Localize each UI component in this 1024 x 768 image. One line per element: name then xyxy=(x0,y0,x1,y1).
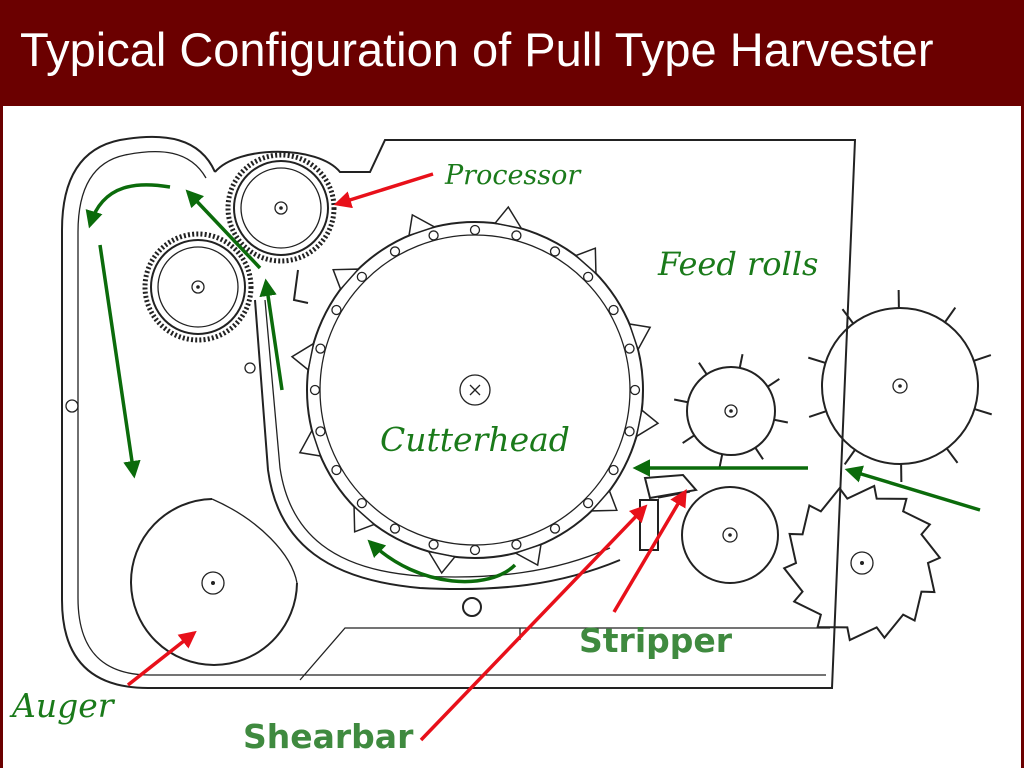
feed-roll-upper-small xyxy=(673,353,789,469)
feed-roll-spike xyxy=(841,308,855,325)
cutterhead-bolt xyxy=(331,304,342,316)
flow-arrow-bottom-curve xyxy=(367,539,517,584)
cutterhead-knife xyxy=(353,504,376,533)
cutterhead-bolt xyxy=(624,426,635,437)
cutterhead-bolt xyxy=(309,384,321,396)
crop-flow-arrows xyxy=(85,183,981,584)
auger-pointer xyxy=(126,630,197,687)
cutterhead-bolt xyxy=(315,343,326,354)
title-bar: Typical Configuration of Pull Type Harve… xyxy=(0,0,1024,106)
processor-pointer xyxy=(333,172,434,209)
feed-roll-spike xyxy=(754,447,764,460)
cutterhead-knife xyxy=(332,268,361,291)
cutterhead-bolt xyxy=(331,464,342,476)
label-feed-rolls: Feed rolls xyxy=(657,245,818,283)
shearbar-pointer xyxy=(419,504,648,742)
feed-roll-spike xyxy=(738,353,744,369)
feed-roll-spike xyxy=(682,434,695,444)
label-pointer-arrows xyxy=(126,172,687,742)
deflector-bracket xyxy=(292,269,309,304)
cutterhead-knife xyxy=(574,247,597,276)
cutterhead-bolt xyxy=(582,271,594,283)
cutterhead-bolt xyxy=(469,544,481,556)
feed-roll-spike xyxy=(973,354,992,362)
feed-roll-spike xyxy=(974,408,993,416)
feed-roll-spike xyxy=(945,447,959,464)
cutterhead-knife xyxy=(298,428,322,457)
feed-roll-spike xyxy=(773,418,789,424)
cutterhead-bolt xyxy=(469,224,481,236)
cutterhead-knife xyxy=(493,205,523,230)
cutterhead-bolt xyxy=(428,230,439,241)
flow-arrow-infeed xyxy=(844,465,981,512)
cutterhead-knife xyxy=(513,543,542,567)
slide-frame xyxy=(0,106,1024,768)
processor-roll-lower xyxy=(142,231,254,343)
flow-arrow-top-curve xyxy=(85,183,171,229)
cutterhead-bolt xyxy=(511,230,522,241)
label-auger: Auger xyxy=(9,686,116,725)
feed-roll-spike xyxy=(698,362,708,375)
feed-roll-spike xyxy=(767,378,780,388)
cutterhead-bolt xyxy=(582,497,594,509)
flow-arrow-down xyxy=(98,244,141,479)
feed-roll-spike xyxy=(718,453,724,469)
cutterhead-bolt xyxy=(389,246,401,257)
label-cutterhead: Cutterhead xyxy=(380,420,570,459)
cutterhead-bolt xyxy=(356,497,368,509)
cutterhead-drum xyxy=(290,205,660,575)
feed-roll-upper-large xyxy=(807,289,993,483)
cutterhead-knife xyxy=(427,550,457,575)
processor-roll-upper xyxy=(225,152,337,264)
feed-roll-lower-serrated xyxy=(782,484,942,642)
feed-roll-lower-smooth xyxy=(681,486,779,584)
flow-arrow-through-processor xyxy=(185,189,262,270)
cutterhead-bolt xyxy=(549,246,561,257)
cutterhead-bolt xyxy=(511,539,522,550)
cutterhead-knife xyxy=(628,323,652,352)
cutterhead-bolt xyxy=(356,271,368,283)
cutterhead-knife xyxy=(408,213,437,237)
stripper-pointer xyxy=(612,488,687,613)
slide-title: Typical Configuration of Pull Type Harve… xyxy=(20,23,934,76)
cutterhead-knife xyxy=(635,408,660,438)
cutterhead-knife xyxy=(290,342,315,372)
label-shearbar: Shearbar xyxy=(243,717,414,756)
cutterhead-bolt xyxy=(549,523,561,534)
housing-outline xyxy=(61,135,857,689)
feed-roll-spike xyxy=(843,449,856,466)
cutterhead-bolt xyxy=(389,523,401,534)
discharge-chute xyxy=(254,299,621,617)
cutterhead-bolt xyxy=(428,539,439,550)
label-processor: Processor xyxy=(444,160,582,191)
cutterhead-bolt xyxy=(608,304,619,316)
cutterhead-bolt xyxy=(608,464,619,476)
cutterhead-bolt xyxy=(315,426,326,437)
cutterhead-knife xyxy=(589,489,618,512)
feed-roll-spike xyxy=(807,356,826,364)
auger xyxy=(130,498,298,666)
feed-roll-spike xyxy=(673,398,689,404)
feed-roll-spike xyxy=(808,410,827,418)
label-stripper: Stripper xyxy=(579,621,733,660)
flow-arrow-chute-up xyxy=(259,278,284,391)
cutterhead-bolt xyxy=(624,343,635,354)
cutterhead-bolt xyxy=(629,384,641,396)
feed-roll-spike xyxy=(944,306,957,323)
